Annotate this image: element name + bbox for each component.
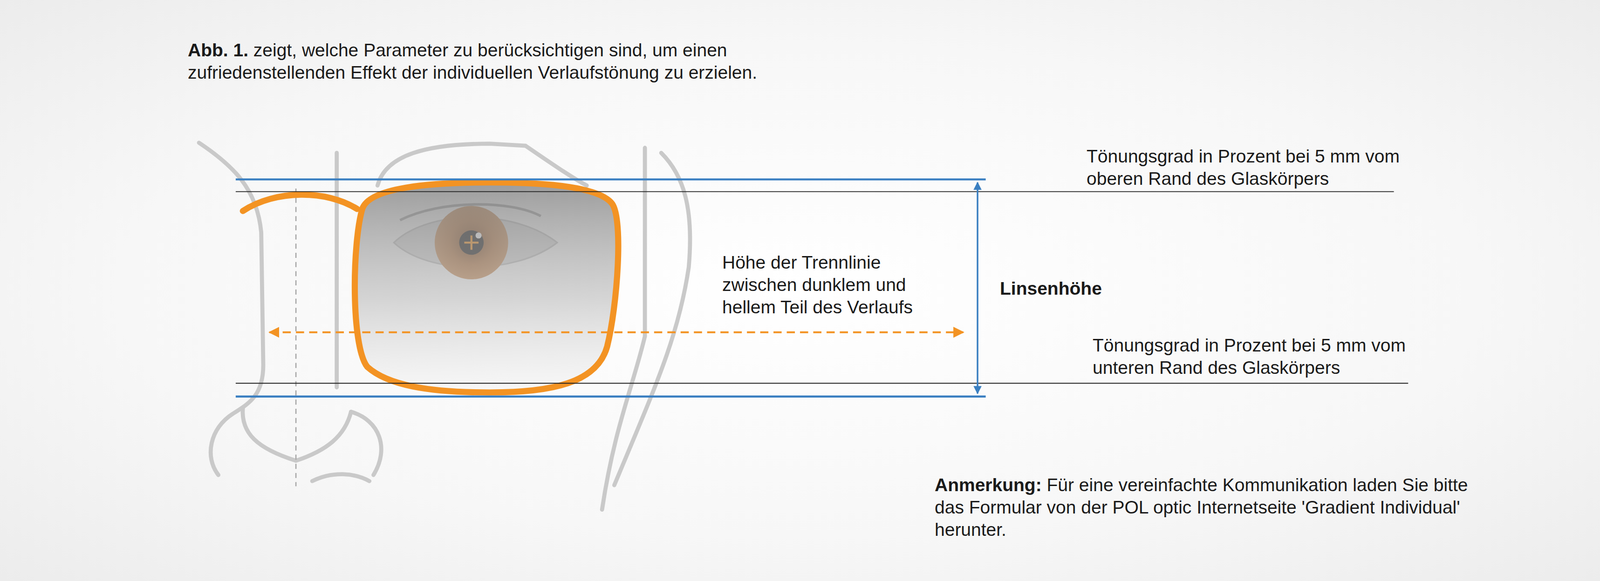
top-tint-label: Tönungsgrad in Prozent bei 5 mm vom ober… bbox=[1086, 146, 1400, 189]
note-heading: Anmerkung: bbox=[934, 475, 1042, 496]
divider-height-label-box: Höhe der Trennlinie zwischen dunklem und… bbox=[722, 251, 956, 319]
bottom-tint-label: Tönungsgrad in Prozent bei 5 mm vom unte… bbox=[1092, 335, 1406, 378]
divider-height-label: Höhe der Trennlinie zwischen dunklem und… bbox=[722, 252, 913, 318]
note-block: Anmerkung: Für eine vereinfachte Kommuni… bbox=[934, 474, 1499, 542]
figure-number: Abb. 1. bbox=[187, 40, 249, 61]
lens-height-label: Linsenhöhe bbox=[999, 278, 1102, 299]
bottom-tint-label-box: Tönungsgrad in Prozent bei 5 mm vom unte… bbox=[1092, 334, 1429, 380]
lens-height-label-box: Linsenhöhe bbox=[999, 277, 1102, 301]
figure-caption: Abb. 1. zeigt, welche Parameter zu berüc… bbox=[187, 39, 850, 84]
top-tint-label-box: Tönungsgrad in Prozent bei 5 mm vom ober… bbox=[1086, 145, 1413, 191]
caption-text: zeigt, welche Parameter zu berücksichtig… bbox=[187, 40, 758, 83]
